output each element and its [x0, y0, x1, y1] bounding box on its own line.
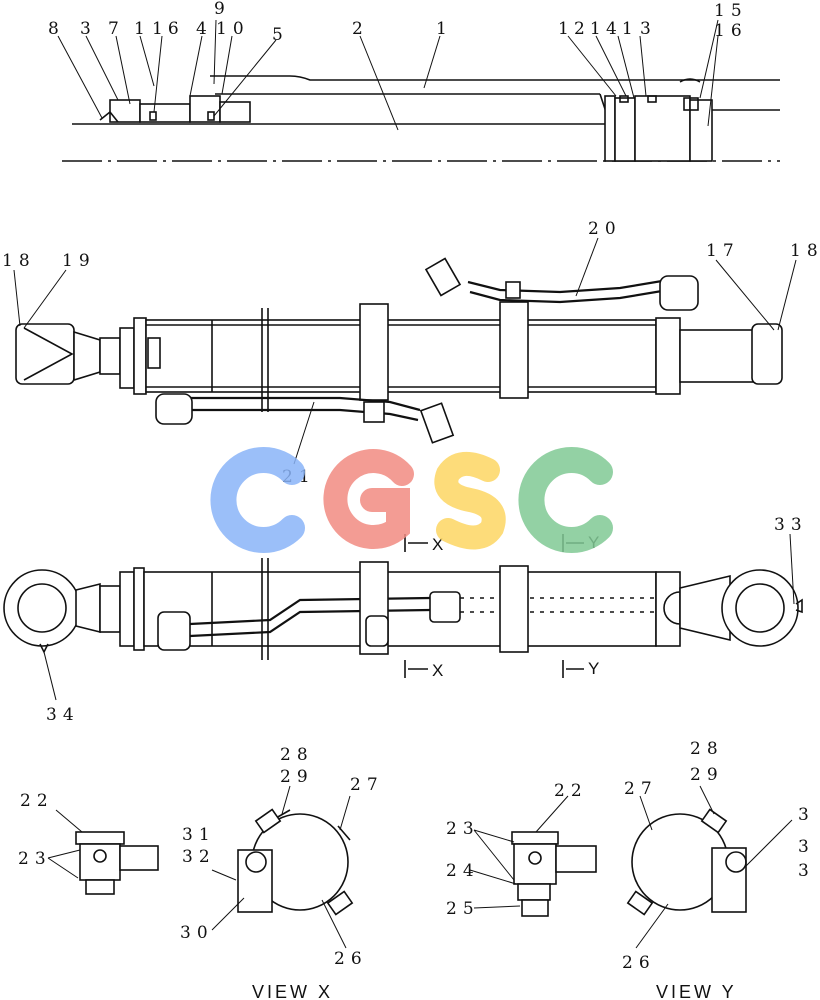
watermark-letter-s — [434, 452, 506, 550]
callout-vy-1: 22 — [554, 781, 588, 801]
detail-left-fitting — [75, 831, 159, 895]
callout-vx-4: 29 — [280, 767, 314, 787]
callout-top-17: 16 — [714, 21, 748, 41]
callout-vy-7: 27 — [624, 779, 658, 799]
callout-vx-7: 32 — [182, 847, 216, 867]
callout-top-9: 5 — [272, 25, 289, 45]
top-section-view — [62, 75, 780, 162]
view-x-title: VIEW X — [252, 982, 333, 1000]
watermark-letter-g — [323, 449, 414, 550]
detail-view-y — [626, 808, 747, 916]
leader-lines — [13, 19, 797, 949]
callout-top-14: 41 — [606, 19, 638, 39]
section-marker-x-bottom: X — [432, 661, 443, 680]
callout-top-10: 2 — [352, 19, 369, 39]
callout-top-7: 4 — [196, 19, 213, 39]
cgsc-watermark-logo — [210, 447, 613, 553]
callout-top-3: 7 — [108, 19, 125, 39]
callout-vy-9: 3 — [798, 837, 815, 857]
callout-vy-10: 3 — [798, 861, 815, 881]
callout-vy-2: 23 — [446, 819, 480, 839]
callout-top-2: 3 — [80, 19, 97, 39]
callout-vy-5: 28 — [690, 739, 724, 759]
bottom-plan-view — [3, 558, 803, 660]
callout-mid-5: 18 — [790, 241, 820, 261]
callout-top-13: 21 — [574, 19, 606, 39]
callout-vx-6: 31 — [182, 825, 216, 845]
callout-top-1: 8 — [48, 19, 65, 39]
callout-vy-6: 29 — [690, 765, 724, 785]
callout-labels: 8 3 7 1 16 9 4 10 5 2 1 1 21 41 3 15 16 … — [2, 0, 820, 973]
callout-top-11: 1 — [436, 19, 453, 39]
callout-top-5: 16 — [152, 19, 184, 39]
callout-vx-5: 27 — [350, 775, 384, 795]
callout-vy-11: 26 — [622, 953, 656, 973]
callout-bottom-2: 34 — [46, 705, 80, 725]
callout-top-15: 3 — [640, 19, 657, 39]
callout-bottom-1: 33 — [774, 515, 808, 535]
section-marker-x-top: X — [432, 535, 443, 554]
callout-top-4: 1 — [134, 19, 151, 39]
callout-top-16: 15 — [714, 1, 748, 21]
callout-mid-3: 20 — [588, 219, 622, 239]
detail-center-fitting — [511, 831, 597, 917]
callout-vx-3: 28 — [280, 745, 314, 765]
callout-top-6: 9 — [214, 0, 231, 19]
callout-top-12: 1 — [558, 19, 575, 39]
callout-vx-8: 30 — [180, 923, 214, 943]
callout-mid-4: 17 — [706, 241, 740, 261]
watermark-letter-c1 — [210, 447, 305, 553]
watermark-letter-c2 — [518, 447, 613, 553]
callout-vx-1: 22 — [20, 791, 54, 811]
view-y-title: VIEW Y — [656, 982, 737, 1000]
callout-vy-4: 25 — [446, 899, 480, 919]
callout-top-8: 10 — [216, 19, 250, 39]
callout-mid-2: 19 — [62, 251, 96, 271]
middle-elevation-view — [15, 257, 783, 444]
section-marker-y-bottom: Y — [588, 659, 599, 678]
callout-vx-9: 26 — [334, 949, 368, 969]
callout-vy-3: 24 — [446, 861, 480, 881]
callout-mid-1: 18 — [2, 251, 36, 271]
callout-vy-8: 3 — [798, 805, 815, 825]
callout-vx-2: 23 — [18, 849, 52, 869]
detail-view-x — [237, 808, 354, 916]
